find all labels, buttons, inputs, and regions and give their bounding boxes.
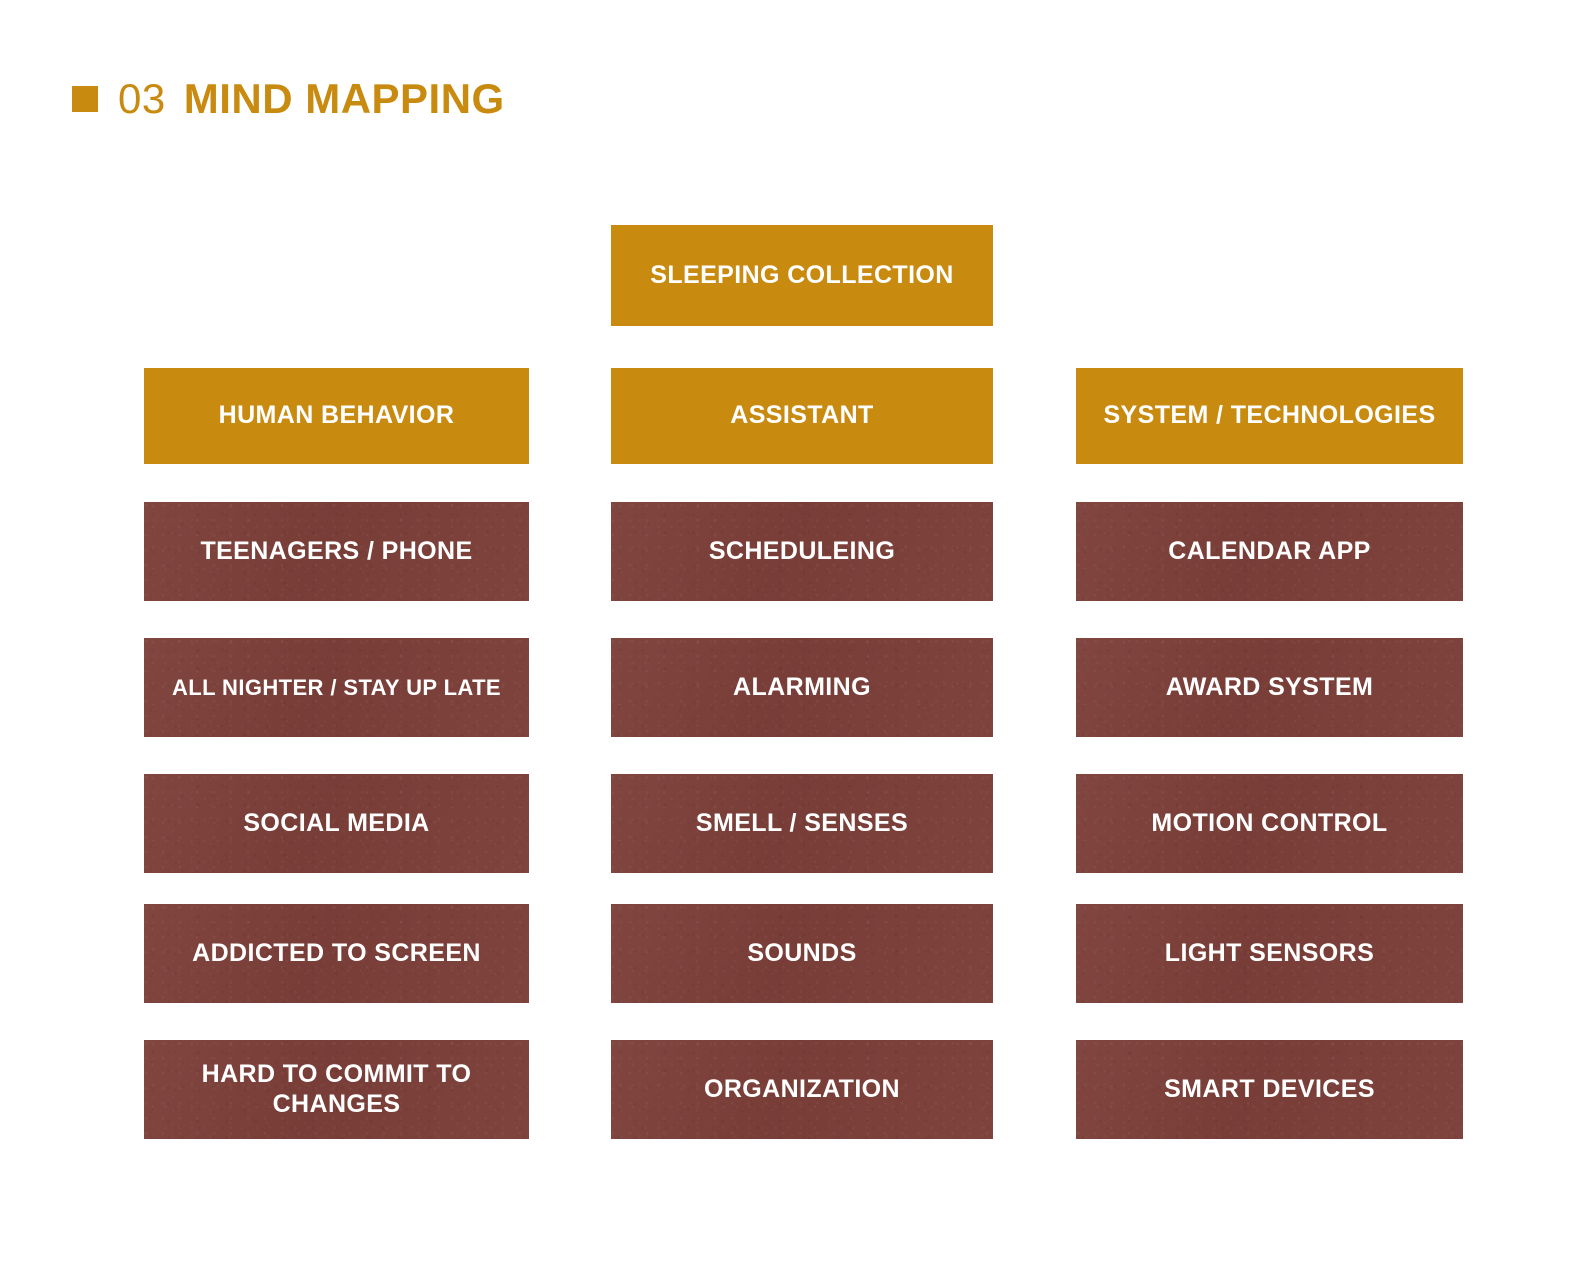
mindmap-leaf-node[interactable]: SMART DEVICES bbox=[1076, 1040, 1463, 1139]
mindmap-leaf-node[interactable]: TEENAGERS / PHONE bbox=[144, 502, 529, 601]
mindmap-leaf-node[interactable]: ORGANIZATION bbox=[611, 1040, 993, 1139]
mindmap-leaf-node[interactable]: ALARMING bbox=[611, 638, 993, 737]
mindmap-leaf-node[interactable]: SOCIAL MEDIA bbox=[144, 774, 529, 873]
slide-number: 03 bbox=[118, 75, 166, 122]
mindmap-leaf-node[interactable]: ADDICTED TO SCREEN bbox=[144, 904, 529, 1003]
mindmap-branch-human-behavior[interactable]: HUMAN BEHAVIOR bbox=[144, 368, 529, 464]
mindmap-leaf-node[interactable]: LIGHT SENSORS bbox=[1076, 904, 1463, 1003]
mindmap-root-node[interactable]: SLEEPING COLLECTION bbox=[611, 225, 993, 326]
mindmap-branch-system-technologies[interactable]: SYSTEM / TECHNOLOGIES bbox=[1076, 368, 1463, 464]
slide-title-text: MIND MAPPING bbox=[183, 75, 505, 122]
filled-square-icon bbox=[72, 86, 98, 112]
mindmap-leaf-node[interactable]: AWARD SYSTEM bbox=[1076, 638, 1463, 737]
mindmap-branch-assistant[interactable]: ASSISTANT bbox=[611, 368, 993, 464]
mindmap-leaf-node[interactable]: SCHEDULEING bbox=[611, 502, 993, 601]
mindmap-leaf-node[interactable]: SMELL / SENSES bbox=[611, 774, 993, 873]
mindmap-leaf-node[interactable]: MOTION CONTROL bbox=[1076, 774, 1463, 873]
mindmap-leaf-node[interactable]: ALL NIGHTER / STAY UP LATE bbox=[144, 638, 529, 737]
mindmap-leaf-node[interactable]: CALENDAR APP bbox=[1076, 502, 1463, 601]
mindmap-leaf-node[interactable]: HARD TO COMMIT TO CHANGES bbox=[144, 1040, 529, 1139]
page-title: 03 MIND MAPPING bbox=[72, 78, 505, 120]
mindmap-leaf-node[interactable]: SOUNDS bbox=[611, 904, 993, 1003]
